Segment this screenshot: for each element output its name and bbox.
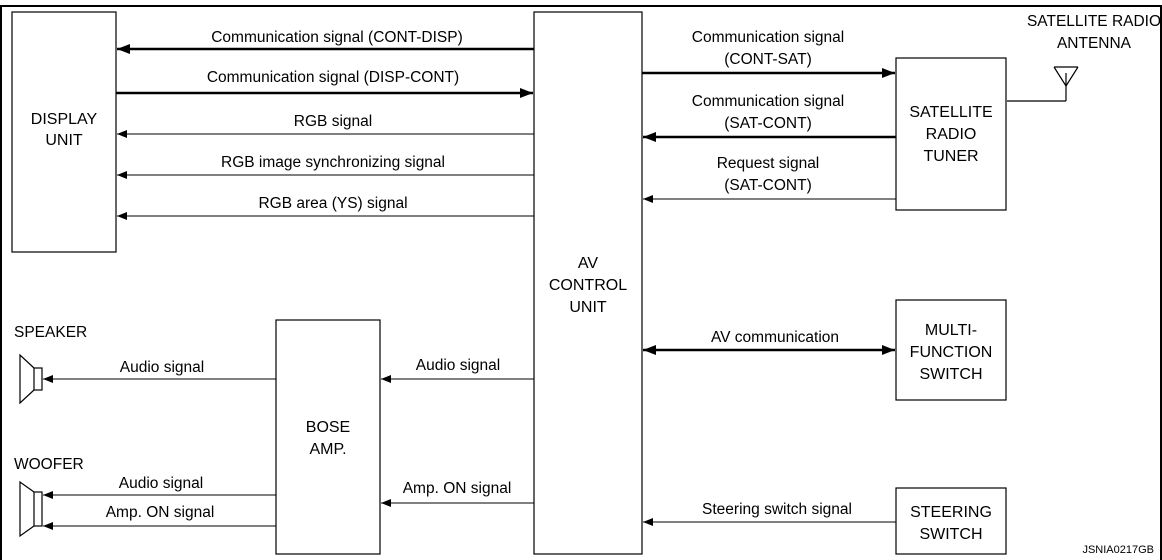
rgb-connection: RGB signal [117, 113, 534, 138]
sat-cont-connection: Communication signal (SAT-CONT) [643, 93, 896, 142]
woofer-icon [19, 480, 43, 538]
cont-disp-label: Communication signal (CONT-DISP) [211, 29, 463, 46]
display-unit-box: DISPLAY UNIT [11, 11, 117, 253]
av-communication-connection: AV communication [643, 329, 895, 355]
request-label-1: Request signal [717, 155, 820, 172]
amp-on-label: Amp. ON signal [403, 480, 512, 497]
av-communication-label: AV communication [711, 329, 839, 346]
figure-id: JSNIA0217GB [1082, 544, 1154, 556]
woofer-audio-label: Audio signal [119, 475, 203, 492]
multi-function-switch-label-1: MULTI- [925, 322, 977, 339]
av-control-unit-label-2: CONTROL [549, 277, 627, 294]
steering-connection: Steering switch signal [643, 501, 896, 526]
woofer-amp-on-connection: Amp. ON signal [43, 504, 276, 530]
sat-cont-label-1: Communication signal [692, 93, 845, 110]
speaker-label: SPEAKER [14, 324, 87, 341]
sat-cont-label-2: (SAT-CONT) [724, 115, 812, 132]
multi-function-switch-label-2: FUNCTION [910, 344, 993, 361]
bose-amp-label-2: AMP. [309, 441, 346, 458]
rgb-area-connection: RGB area (YS) signal [117, 195, 534, 220]
satellite-radio-tuner-box: SATELLITE RADIO TUNER [895, 57, 1007, 211]
steering-label: Steering switch signal [702, 501, 852, 518]
cont-disp-connection: Communication signal (CONT-DISP) [117, 29, 534, 54]
av-audio-connection: Audio signal [381, 357, 534, 383]
display-unit-label-2: UNIT [45, 132, 83, 149]
multi-function-switch-box: MULTI- FUNCTION SWITCH [895, 299, 1007, 401]
bose-amp-box: BOSE AMP. [275, 319, 381, 555]
bose-amp-label-1: BOSE [306, 419, 350, 436]
av-control-unit-box: AV CONTROL UNIT [533, 11, 643, 555]
steering-switch-label-2: SWITCH [919, 526, 982, 543]
antenna-label-2: ANTENNA [1057, 35, 1132, 52]
av-control-unit-label-1: AV [578, 255, 598, 272]
rgb-sync-label: RGB image synchronizing signal [221, 154, 445, 171]
speaker-audio-label: Audio signal [120, 359, 204, 376]
multi-function-switch-label-3: SWITCH [919, 366, 982, 383]
woofer-label: WOOFER [14, 456, 84, 473]
woofer-amp-on-label: Amp. ON signal [106, 504, 215, 521]
amp-on-connection: Amp. ON signal [381, 480, 534, 507]
request-label-2: (SAT-CONT) [724, 177, 812, 194]
display-unit-label-1: DISPLAY [31, 111, 98, 128]
steering-switch-box: STEERING SWITCH [895, 487, 1007, 555]
disp-cont-connection: Communication signal (DISP-CONT) [116, 69, 533, 98]
woofer-audio-connection: Audio signal [43, 475, 276, 499]
speaker-icon [19, 353, 43, 405]
cont-sat-label-2: (CONT-SAT) [724, 51, 812, 68]
rgb-label: RGB signal [294, 113, 372, 130]
satellite-radio-tuner-label-2: RADIO [926, 126, 977, 143]
speaker-audio-connection: Audio signal [43, 359, 276, 383]
diagram-frame [0, 5, 1162, 560]
av-control-unit-label-3: UNIT [569, 299, 607, 316]
satellite-radio-tuner-label-1: SATELLITE [909, 104, 992, 121]
rgb-area-label: RGB area (YS) signal [258, 195, 407, 212]
antenna-icon [1007, 66, 1079, 102]
cont-sat-connection: Communication signal (CONT-SAT) [642, 29, 895, 78]
satellite-radio-tuner-label-3: TUNER [923, 148, 978, 165]
av-audio-label: Audio signal [416, 357, 500, 374]
disp-cont-label: Communication signal (DISP-CONT) [207, 69, 459, 86]
antenna-label-1: SATELLITE RADIO [1027, 13, 1161, 30]
rgb-sync-connection: RGB image synchronizing signal [117, 154, 534, 179]
request-connection: Request signal (SAT-CONT) [643, 155, 896, 203]
steering-switch-label-1: STEERING [910, 504, 992, 521]
cont-sat-label-1: Communication signal [692, 29, 845, 46]
